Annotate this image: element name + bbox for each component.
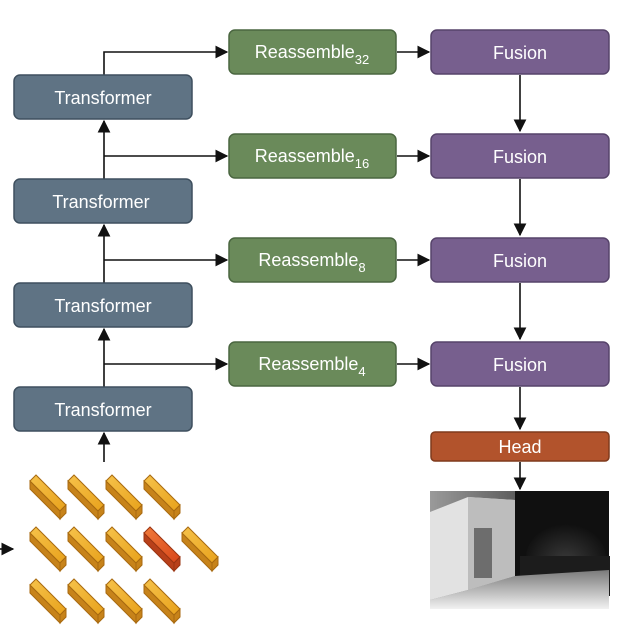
fusion-label: Fusion	[493, 251, 547, 271]
reassemble-label: Reassemble32	[255, 42, 370, 67]
reassemble-block-8: Reassemble8	[228, 237, 397, 283]
reassemble-scale: 4	[358, 364, 365, 379]
reassemble-label: Reassemble4	[258, 354, 365, 379]
transformer-label: Transformer	[54, 400, 151, 420]
reassemble-scale: 8	[358, 260, 365, 275]
reassemble-label: Reassemble8	[258, 250, 365, 275]
reassemble-block-32: Reassemble32	[228, 29, 397, 75]
input-patch	[105, 474, 143, 521]
transformer-block-4: Transformer	[13, 386, 193, 432]
transformer-label: Transformer	[54, 88, 151, 108]
fusion-block-2: Fusion	[430, 133, 610, 179]
transformer-label: Transformer	[52, 192, 149, 212]
input-patch	[67, 474, 105, 521]
reassemble-block-4: Reassemble4	[228, 341, 397, 387]
head-block: Head	[430, 431, 610, 462]
depth-map-output-image	[430, 491, 610, 609]
reassemble-name: Reassemble	[255, 146, 355, 166]
reassemble-scale: 32	[355, 52, 369, 67]
fusion-label: Fusion	[493, 147, 547, 167]
input-patch	[29, 578, 67, 625]
transformer-block-3: Transformer	[13, 282, 193, 328]
fusion-block-1: Fusion	[430, 29, 610, 75]
reassemble-scale: 16	[355, 156, 369, 171]
reassemble-label: Reassemble16	[255, 146, 370, 171]
input-patch	[105, 526, 143, 573]
input-patch	[67, 526, 105, 573]
input-patch	[105, 578, 143, 625]
input-patch-highlighted	[143, 526, 181, 573]
head-label: Head	[498, 437, 541, 457]
input-patch	[29, 474, 67, 521]
input-patch	[143, 474, 181, 521]
fusion-block-3: Fusion	[430, 237, 610, 283]
input-patch	[181, 526, 219, 573]
transformer-block-1: Transformer	[13, 74, 193, 120]
fusion-label: Fusion	[493, 43, 547, 63]
reassemble-name: Reassemble	[258, 250, 358, 270]
reassemble-name: Reassemble	[255, 42, 355, 62]
input-patch	[29, 526, 67, 573]
input-patch	[67, 578, 105, 625]
reassemble-name: Reassemble	[258, 354, 358, 374]
connection-arrows	[0, 45, 527, 556]
input-patch-embeddings	[29, 474, 219, 625]
transformer-block-2: Transformer	[13, 178, 193, 224]
reassemble-block-16: Reassemble16	[228, 133, 397, 179]
fusion-label: Fusion	[493, 355, 547, 375]
transformer-label: Transformer	[54, 296, 151, 316]
fusion-block-4: Fusion	[430, 341, 610, 387]
input-patch	[143, 578, 181, 625]
